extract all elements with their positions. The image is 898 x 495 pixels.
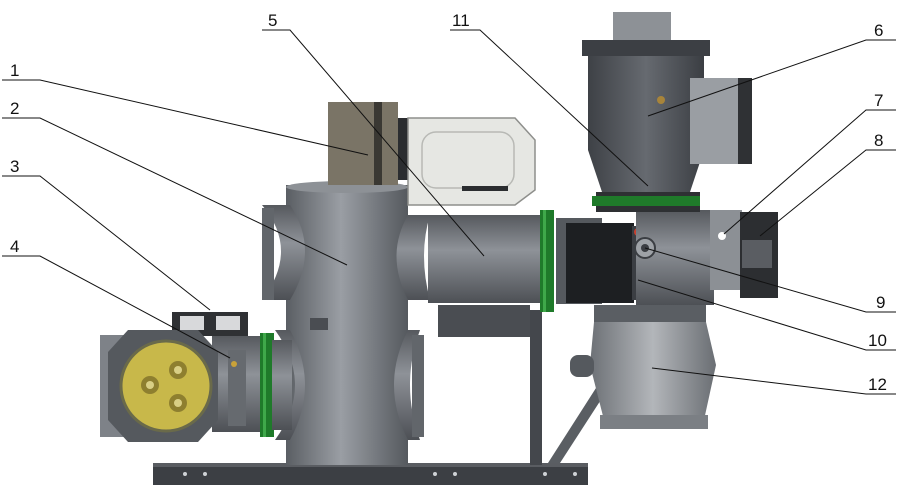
- lower-right-bulge: [394, 330, 424, 440]
- leader-12: [651, 367, 896, 395]
- callout-12: 12: [868, 375, 887, 394]
- callout-2: 2: [10, 99, 19, 118]
- leader-4: [2, 255, 231, 359]
- lower-left-bulge: [275, 330, 305, 440]
- main-vertical-enclosure: [286, 181, 408, 465]
- switch-housing: [556, 218, 644, 304]
- callout-7: 7: [874, 91, 883, 110]
- leader-3: [2, 175, 211, 311]
- leader-11: [450, 29, 649, 187]
- leader-1: [2, 79, 369, 156]
- green-flange-top: [592, 196, 700, 206]
- callout-3: 3: [10, 157, 19, 176]
- leader-7: [723, 109, 896, 235]
- callout-8: 8: [874, 131, 883, 150]
- leader-10: [637, 279, 896, 351]
- left-horizontal-pipe: [212, 333, 292, 437]
- leader-8: [759, 149, 896, 237]
- callout-5: 5: [268, 11, 277, 30]
- upper-left-bulge: [262, 205, 305, 300]
- leader-2: [2, 117, 348, 266]
- callout-4: 4: [10, 237, 19, 256]
- lower-tank: [570, 305, 716, 429]
- light-cover: [407, 117, 536, 206]
- callout-9: 9: [876, 293, 885, 312]
- callout-10: 10: [868, 331, 887, 350]
- leader-9: [644, 247, 896, 313]
- horizontal-busbar-pipe: [396, 215, 543, 337]
- left-end-flange: [100, 330, 218, 442]
- callout-labels: 1 2 3 4 5 6 7 8 9 10 11 12: [10, 11, 887, 394]
- callout-11: 11: [452, 11, 470, 30]
- top-mechanism-box: [328, 102, 412, 185]
- callout-1: 1: [10, 61, 19, 80]
- leader-5: [262, 29, 485, 257]
- leader-lines: [2, 29, 896, 395]
- green-flange-right: [540, 210, 554, 312]
- top-tank-side-box: [690, 78, 752, 164]
- leader-6: [647, 39, 896, 117]
- callout-6: 6: [874, 21, 883, 40]
